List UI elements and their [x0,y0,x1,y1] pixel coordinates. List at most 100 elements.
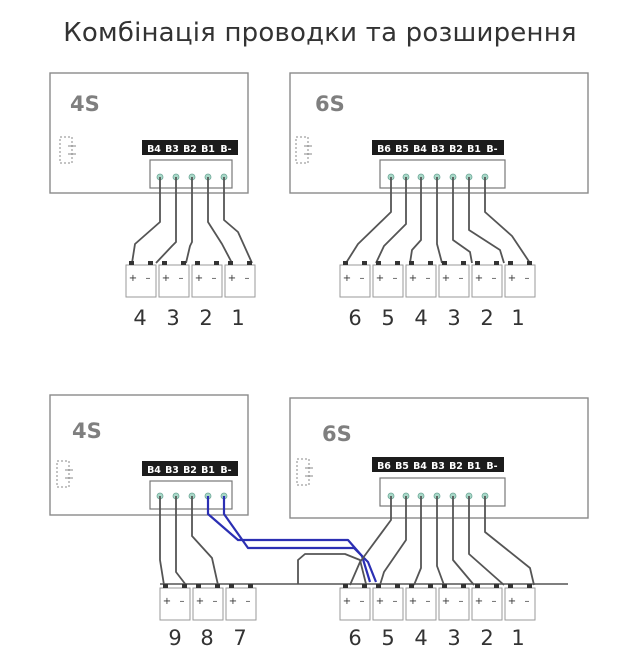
bottom-left-board-name: 4S [72,419,102,443]
bottom-right-plus-sign: + [343,596,351,607]
bottom-right-battery-cell [504,587,536,621]
top-right-plus-sign: + [409,273,417,284]
bottom-right-minus-sign: – [360,596,365,607]
top-right-board-name: 6S [315,92,345,116]
bottom-left-battery-cell [225,587,257,621]
top-right-pin-label-strip [372,140,504,155]
bottom-right-pin-header [379,477,506,507]
bottom-right-plus-sign: + [442,596,450,607]
top-right-minus-terminal [428,261,433,265]
bottom-right-pin-label: B2 [449,461,463,472]
bottom-expansion-wire [159,496,165,586]
bottom-left-pin-label: B2 [183,465,197,476]
bottom-left-plus-terminal [229,584,234,588]
top-left-wire [223,177,253,264]
top-right-wire [468,177,505,264]
bottom-expansion-wire [349,496,392,586]
top-left-cell-number: 4 [133,306,146,330]
bottom-left-minus-sign: – [246,596,251,607]
top-left-minus-sign: – [245,273,250,284]
top-left-plus-sign: + [129,273,137,284]
top-right-minus-terminal [461,261,466,265]
bottom-right-pin-label: B1 [467,461,481,472]
bottom-left-plus-terminal [196,584,201,588]
top-left-pin-label: B2 [183,144,197,155]
top-right-wire [452,177,473,264]
top-left-minus-sign: – [146,273,151,284]
top-left-plus-sign: + [162,273,170,284]
top-right-plus-sign: + [376,273,384,284]
top-right-plus-sign: + [508,273,516,284]
top-left-minus-terminal [247,261,252,265]
bottom-left-plus-terminal [163,584,168,588]
bottom-right-pin-label: B5 [395,461,409,472]
bottom-expansion-wire [175,496,187,586]
bottom-right-plus-terminal [442,584,447,588]
bottom-left-plus-sign: + [229,596,237,607]
top-right-battery-cell [372,264,404,298]
top-right-battery-cell [504,264,536,298]
page-title: Комбінація проводки та розширення [63,18,577,48]
top-right-minus-terminal [395,261,400,265]
top-right-battery-cell [405,264,437,298]
top-right-plus-sign: + [475,273,483,284]
top-right-minus-sign: – [459,273,464,284]
bottom-right-plus-sign: + [508,596,516,607]
bottom-left-battery-cell [159,587,191,621]
top-left-cell-number: 2 [199,306,212,330]
bottom-right-cell-number: 6 [348,626,361,650]
bottom-left-minus-terminal [215,584,220,588]
top-left-balance-plug-icon [59,136,73,164]
top-right-pin-label: B1 [467,144,481,155]
top-left-board-name: 4S [70,92,100,116]
top-left-pin-label: B1 [201,144,215,155]
bottom-right-minus-terminal [527,584,532,588]
top-left-pin-label: B4 [147,144,161,155]
bottom-expansion-wire [206,496,372,583]
top-left-cell-number: 1 [231,306,244,330]
top-right-plus-terminal [475,261,480,265]
bottom-right-minus-sign: – [492,596,497,607]
top-right-battery-cell [438,264,470,298]
top-right-cell-number: 6 [348,306,361,330]
top-left-pin-label: B- [220,144,231,155]
bottom-expansion-wire [191,496,219,586]
top-right-pin-label: B5 [395,144,409,155]
bottom-right-minus-sign: – [426,596,431,607]
bottom-right-minus-sign: – [525,596,530,607]
top-right-minus-sign: – [525,273,530,284]
bottom-left-minus-terminal [248,584,253,588]
bottom-right-plus-sign: + [376,596,384,607]
top-left-battery-cell [125,264,157,298]
bottom-right-cell-number: 2 [480,626,493,650]
top-right-pin-label: B6 [377,144,391,155]
top-right-battery-cell [471,264,503,298]
top-left-minus-sign: – [179,273,184,284]
bottom-right-pin-label: B4 [413,461,427,472]
bottom-left-cell-number: 7 [233,626,246,650]
top-left-plus-terminal [195,261,200,265]
bottom-expansion-wire [436,496,445,586]
top-left-wire [207,177,233,264]
bottom-left-battery-cell [192,587,224,621]
top-left-cell-number: 3 [166,306,179,330]
top-right-wire [345,177,392,264]
bottom-left-cell-number: 9 [168,626,181,650]
bottom-right-plus-sign: + [409,596,417,607]
bottom-right-minus-sign: – [393,596,398,607]
top-right-pin-label: B4 [413,144,427,155]
bottom-right-cell-number: 5 [381,626,394,650]
bottom-right-pin-label-strip [372,457,504,472]
bottom-right-plus-terminal [376,584,381,588]
bottom-right-pin-label: B6 [377,461,391,472]
bottom-right-pin-label: B3 [431,461,445,472]
top-left-battery-cell [191,264,223,298]
bottom-right-plus-sign: + [475,596,483,607]
top-right-cell-number: 1 [511,306,524,330]
bottom-right-battery-cell [372,587,404,621]
top-right-pin-label: B- [486,144,497,155]
bottom-right-minus-terminal [461,584,466,588]
